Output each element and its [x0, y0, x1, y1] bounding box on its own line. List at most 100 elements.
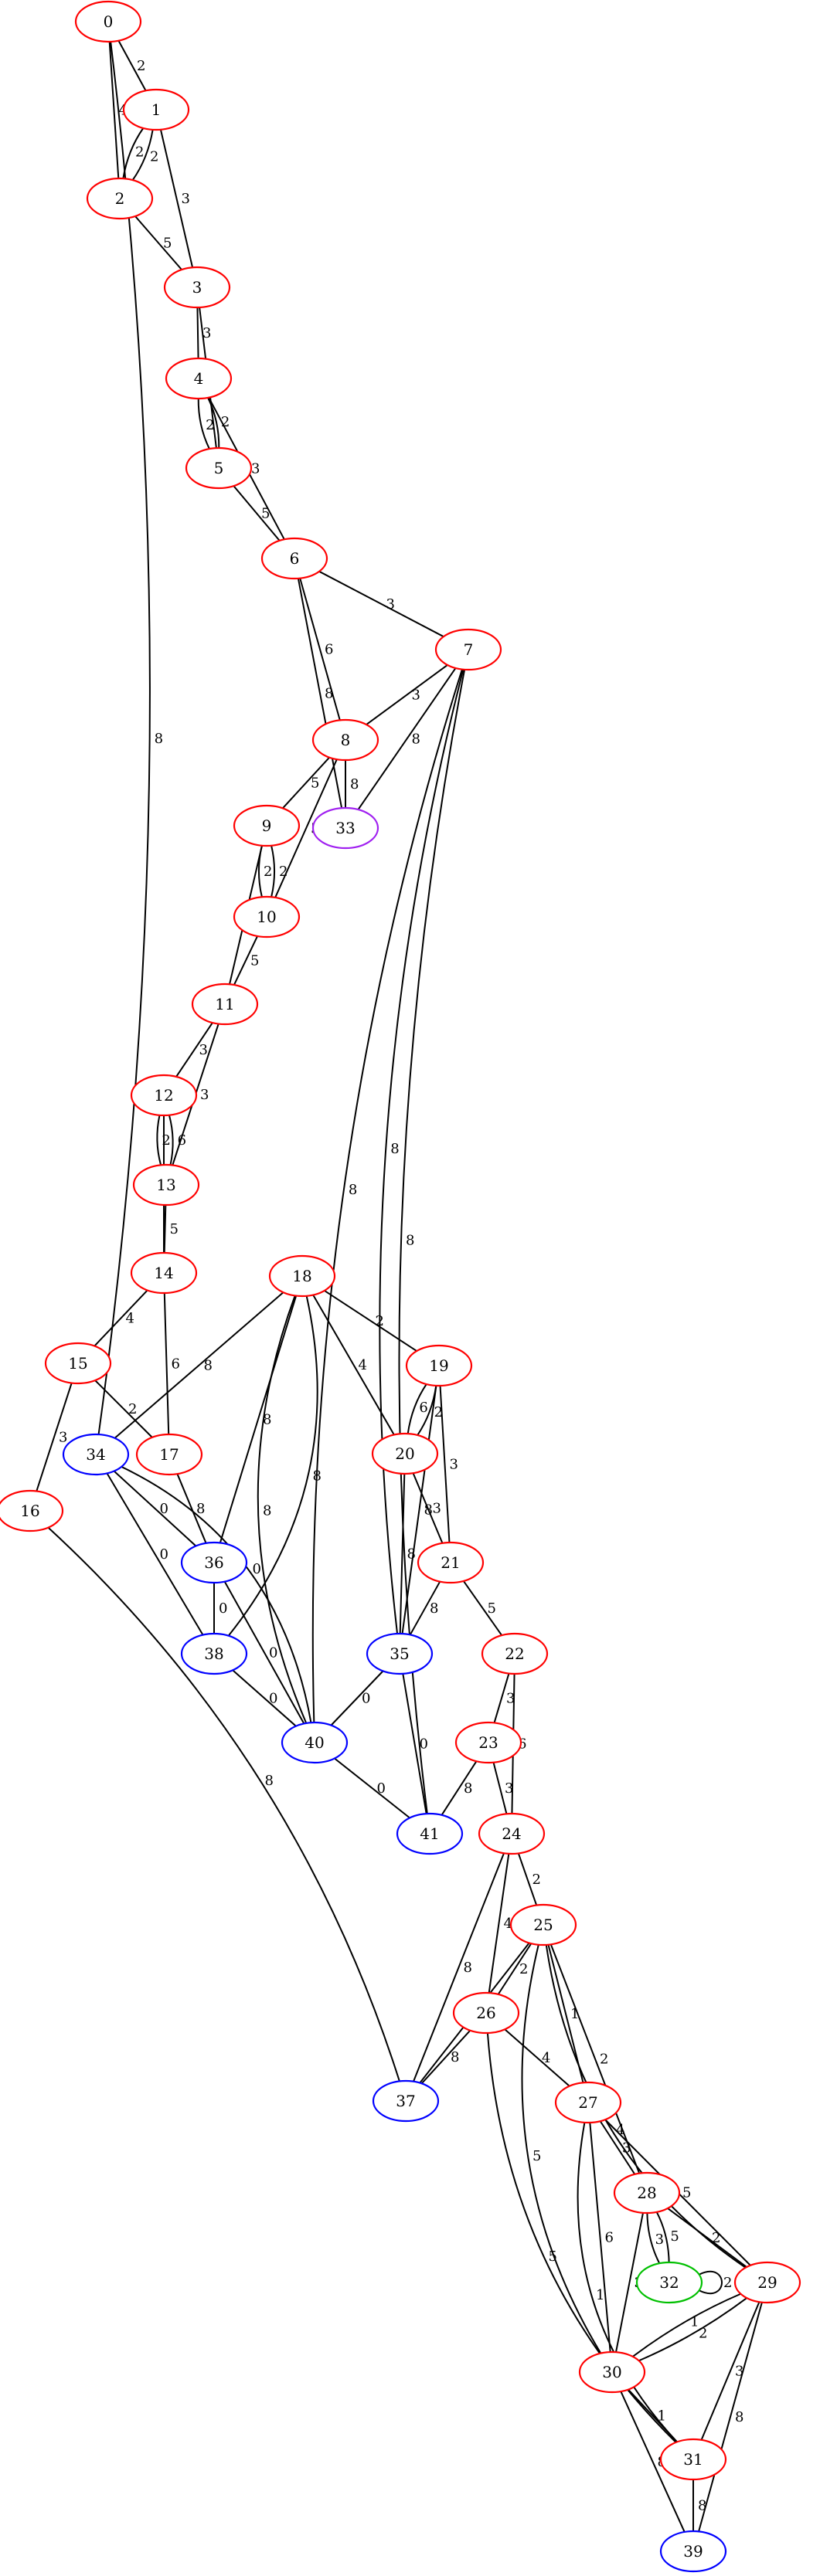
edge-weight-label: 8: [196, 1501, 205, 1517]
edge-26-37: 8: [420, 2029, 471, 2085]
edge-line: [420, 2029, 471, 2085]
node-ellipse: [44, 1342, 112, 1385]
edge-line: [232, 1669, 297, 1727]
node-label: 6: [290, 549, 300, 568]
edge-line: [599, 2120, 636, 2175]
node-ellipse: [371, 1432, 439, 1475]
edge-weight-label: 8: [350, 776, 359, 792]
edge-weight-label: 8: [406, 1233, 414, 1249]
edge-weight-label: 2: [206, 417, 214, 433]
edge-weight-label: 5: [170, 1221, 179, 1237]
edge-12-13: 2: [156, 1115, 171, 1166]
node-24: 24: [478, 1812, 546, 1855]
edge-line: [399, 1473, 406, 1634]
node-23: 23: [454, 1721, 522, 1764]
edge-26-31: 5: [486, 2032, 677, 2443]
node-label: 1: [151, 100, 162, 119]
edge-line: [357, 667, 457, 810]
node-ellipse: [191, 983, 259, 1026]
edge-line: [620, 2391, 686, 2533]
edge-line: [106, 1472, 204, 1636]
edge-7-40: 8: [311, 669, 463, 1723]
node-label: 38: [204, 1644, 223, 1663]
edge-24-25: 2: [517, 1853, 541, 1906]
edge-weight-label: 2: [712, 2230, 720, 2246]
node-3: 3: [163, 266, 231, 309]
edge-line: [698, 2270, 723, 2295]
edge-11-12: 3: [175, 1022, 213, 1078]
node-label: 18: [292, 1267, 311, 1285]
edge-20-35: 8: [399, 1473, 416, 1634]
edge-line: [488, 1853, 510, 1994]
node-label: 11: [215, 995, 234, 1013]
node-19: 19: [405, 1344, 473, 1387]
edge-weight-label: 2: [162, 1132, 170, 1149]
node-ellipse: [396, 1812, 464, 1855]
edge-30-31: 1: [628, 2388, 678, 2443]
edge-3-4: 3: [196, 307, 211, 359]
edge-35-41: 0: [402, 1673, 428, 1814]
node-label: 7: [464, 640, 474, 659]
edge-line: [402, 1673, 427, 1814]
edge-line: [122, 127, 145, 179]
node-ellipse: [163, 266, 231, 309]
node-ellipse: [130, 1251, 198, 1295]
node-36: 36: [180, 1541, 248, 1584]
edge-29-30: 1: [632, 2293, 741, 2357]
edge-weight-label: 2: [279, 864, 288, 880]
node-ellipse: [0, 1489, 64, 1532]
edge-0-34: 8: [97, 41, 163, 1435]
node-11: 11: [191, 983, 259, 1026]
edge-weight-label: 3: [433, 1501, 441, 1517]
edge-6-7: 3: [318, 570, 444, 638]
edge-weight-label: 3: [622, 2140, 631, 2157]
edge-34-38: 0: [106, 1472, 204, 1636]
edge-weight-label: 2: [699, 2325, 707, 2341]
edge-line: [168, 1115, 174, 1166]
edge-20-21: 3: [412, 1472, 444, 1544]
edge-18-38: 8: [227, 1295, 322, 1637]
edge-line: [615, 2212, 644, 2353]
edge-weight-label: 3: [412, 687, 420, 704]
node-29: 29: [733, 2261, 801, 2304]
node-ellipse: [659, 2438, 727, 2481]
edge-weight-label: 3: [735, 2364, 743, 2380]
node-35: 35: [366, 1632, 434, 1675]
edge-weight-label: 3: [251, 461, 260, 477]
edge-weight-label: 2: [135, 144, 144, 160]
edge-line: [497, 1943, 532, 1995]
edge-15-16: 3: [36, 1383, 73, 1492]
edge-18-40: 8: [257, 1295, 308, 1724]
node-label: 40: [305, 1733, 324, 1752]
node-label: 36: [204, 1553, 223, 1572]
edge-line: [412, 1472, 444, 1544]
edge-weight-label: 4: [504, 1916, 512, 1932]
node-ellipse: [578, 2350, 646, 2394]
node-25: 25: [509, 1903, 577, 1946]
edge-27-30: 6: [589, 2122, 614, 2353]
node-ellipse: [366, 1632, 434, 1675]
node-40: 40: [281, 1721, 349, 1764]
node-ellipse: [733, 2261, 801, 2304]
node-label: 20: [395, 1444, 414, 1463]
edge-weight-label: 3: [655, 2232, 664, 2248]
node-ellipse: [281, 1721, 349, 1764]
edge-18-36: 8: [219, 1295, 298, 1543]
edge-line: [176, 1473, 207, 1544]
edge-line: [233, 935, 258, 986]
edge-line: [334, 1757, 410, 1819]
node-38: 38: [180, 1632, 248, 1675]
edge-36-40: 0: [223, 1581, 305, 1724]
edge-weight-label: 6: [178, 1132, 186, 1149]
edge-line: [159, 129, 194, 268]
edge-line: [312, 1294, 395, 1436]
node-8: 8: [311, 718, 379, 762]
edge-13-14: 5: [163, 1204, 179, 1254]
edge-line: [638, 2297, 747, 2362]
edge-weight-label: 8: [313, 1468, 322, 1485]
edge-line: [401, 1385, 437, 1634]
edge-line: [134, 216, 182, 270]
edge-25-28: 2: [550, 1943, 641, 2174]
node-7: 7: [434, 628, 502, 671]
edge-weight-label: 3: [200, 1087, 209, 1103]
